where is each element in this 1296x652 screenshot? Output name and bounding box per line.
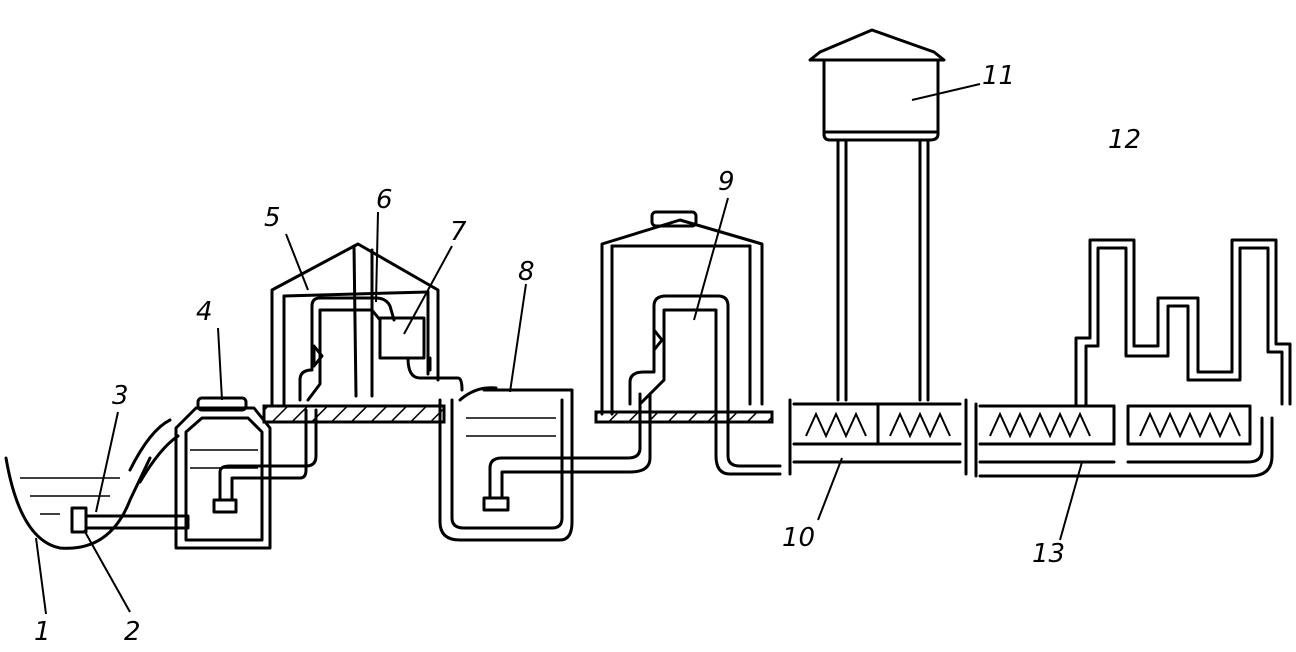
label-2: 2 (124, 617, 141, 647)
label-10: 10 (782, 523, 815, 553)
water-source (4, 456, 152, 550)
label-3: 3 (112, 381, 129, 411)
water-mains (788, 398, 968, 476)
water-intake (70, 418, 190, 534)
pump-station-first-lift (174, 396, 318, 550)
label-1: 1 (34, 617, 51, 647)
water-tower (808, 28, 946, 402)
distribution-network (974, 402, 1274, 478)
label-9: 9 (718, 167, 735, 197)
label-13: 13 (1032, 539, 1065, 569)
town-buildings (1074, 238, 1292, 406)
treatment-building (262, 242, 464, 424)
label-4: 4 (196, 297, 213, 327)
label-11: 11 (982, 61, 1015, 91)
leader-lines (35, 83, 1083, 615)
label-7: 7 (450, 217, 467, 247)
label-6: 6 (376, 185, 393, 215)
clean-water-reservoir (438, 386, 652, 542)
label-8: 8 (518, 257, 535, 287)
pump-station-second-lift (594, 210, 782, 476)
label-5: 5 (264, 203, 281, 233)
label-12: 12 (1108, 125, 1141, 155)
